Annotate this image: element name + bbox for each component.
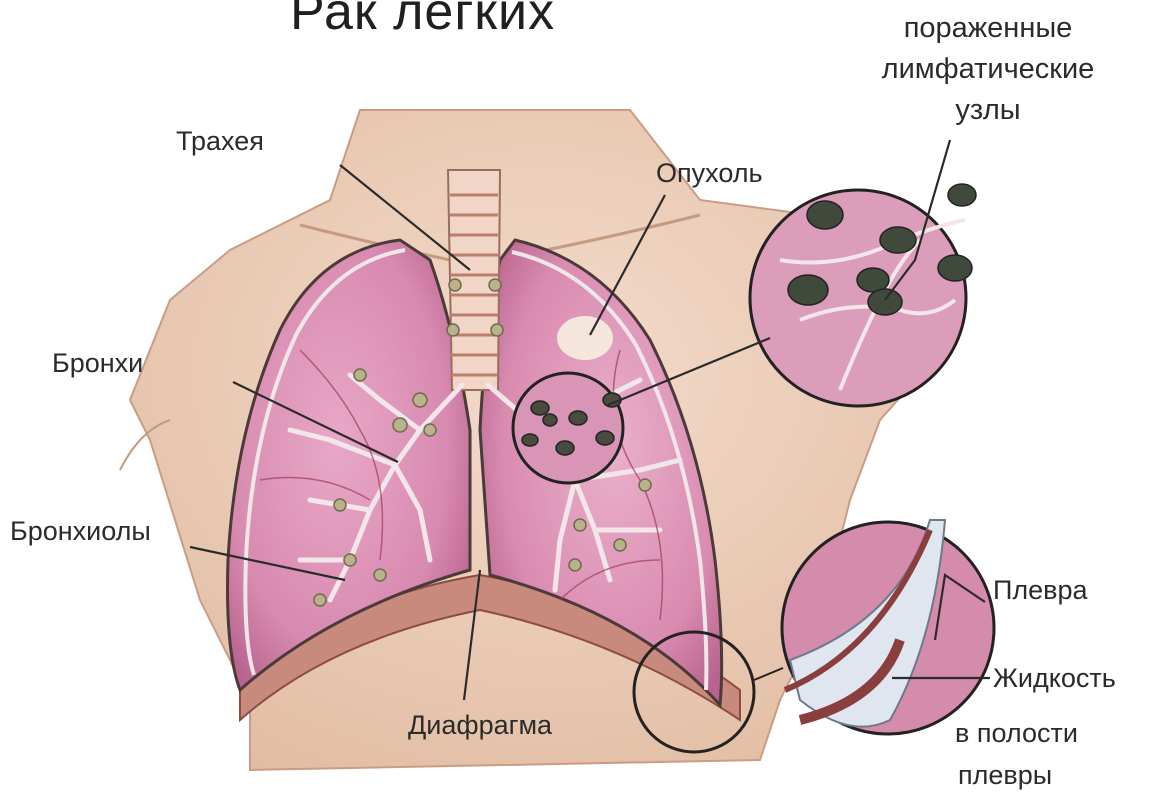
diagram-title: Рак легких (290, 0, 555, 38)
diaphragm-label: Диафрагма (408, 712, 552, 739)
tumor-spot (557, 316, 613, 360)
lymph-nodes-label-line-3: узлы (838, 90, 1138, 131)
lymph-nodes-label-line-2: лимфатические (838, 49, 1138, 90)
affected-node-cluster (513, 373, 623, 483)
lymph-nodes-label: пораженные лимфатические узлы (838, 8, 1138, 131)
fluid-label: Жидкость (993, 665, 1116, 692)
trachea-label: Трахея (176, 128, 264, 155)
pleural-cavity-label-line-1: в полости (955, 720, 1078, 747)
pleural-cavity-label-line-2: плевры (958, 762, 1052, 789)
bronchi-label: Бронхи (52, 350, 143, 377)
bronchioles-label: Бронхиолы (10, 518, 151, 545)
pleura-inset (782, 520, 994, 734)
pleura-label: Плевра (993, 577, 1088, 604)
tumor-label: Опухоль (656, 160, 763, 187)
lymph-nodes-label-line-1: пораженные (838, 8, 1138, 49)
